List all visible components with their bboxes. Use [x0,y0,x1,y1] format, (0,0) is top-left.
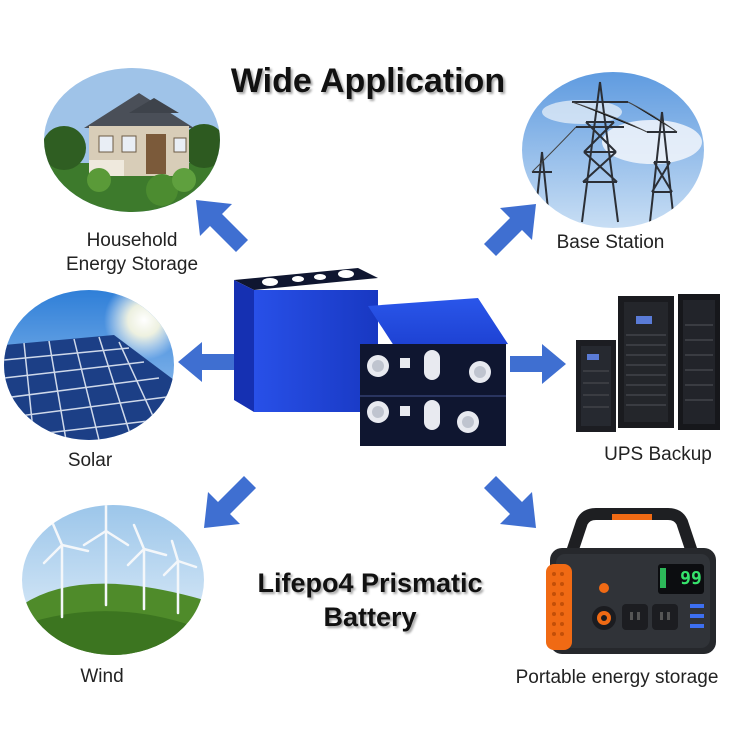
arrow-to-ups-icon [510,344,566,384]
wind-image [22,505,204,655]
household-label-line1: Household [86,230,178,251]
solar-image [4,290,174,440]
device-display-readout: 99 [680,568,702,589]
ups-backup-image [574,294,724,434]
battery-subtitle-line2: Battery [323,602,417,632]
ups-backup-label: UPS Backup [604,444,712,465]
household-image [44,68,220,212]
solar-label: Solar [67,450,113,471]
arrow-to-wind-icon [204,476,256,528]
battery-subtitle-line1: Lifepo4 Prismatic [257,568,483,598]
battery-subtitle: Lifepo4 Prismatic Battery [220,566,520,634]
wind-label: Wind [80,666,124,687]
arrow-to-base-station-icon [484,204,536,256]
portable-energy-label: Portable energy storage [515,667,719,688]
lifepo4-batteries-image [228,262,512,452]
arrow-to-portable-icon [484,476,536,528]
base-station-image [522,72,704,228]
arrow-to-household-icon [196,200,248,252]
page-title: Wide Application [230,62,506,100]
portable-energy-image: 99 [542,508,722,658]
household-label-line2: Energy Storage [65,254,199,275]
household-label: Household Energy Storage [44,229,220,277]
base-station-label: Base Station [556,232,665,253]
arrow-to-solar-icon [178,342,234,382]
